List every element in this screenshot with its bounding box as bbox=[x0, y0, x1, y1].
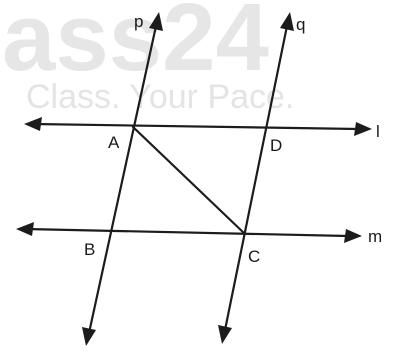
watermark: ass24 Class. Your Pace. bbox=[2, 0, 294, 116]
line-p-top-arrow bbox=[149, 12, 163, 31]
segment-ac bbox=[131, 125, 247, 236]
line-l-left-arrow bbox=[24, 117, 42, 131]
label-point-b: B bbox=[84, 240, 95, 259]
line-p-bottom-arrow bbox=[82, 327, 96, 346]
label-point-a: A bbox=[108, 133, 120, 152]
line-m bbox=[16, 222, 362, 243]
line-q-top-arrow bbox=[280, 12, 294, 31]
line-l bbox=[24, 117, 372, 136]
label-point-c: C bbox=[248, 247, 260, 266]
label-line-p: p bbox=[134, 12, 143, 31]
label-line-m: m bbox=[368, 227, 382, 246]
label-line-q: q bbox=[296, 15, 305, 34]
line-m-right-arrow bbox=[344, 229, 362, 243]
line-m-left-arrow bbox=[16, 222, 34, 236]
line-l-right-arrow bbox=[354, 122, 372, 136]
label-point-d: D bbox=[270, 136, 282, 155]
line-p bbox=[82, 12, 163, 346]
watermark-tagline: Class. Your Pace. bbox=[26, 78, 294, 116]
label-line-l: l bbox=[376, 122, 380, 141]
line-q bbox=[218, 12, 294, 344]
line-q-bottom-arrow bbox=[218, 325, 232, 344]
watermark-brand: ass24 bbox=[2, 0, 269, 91]
